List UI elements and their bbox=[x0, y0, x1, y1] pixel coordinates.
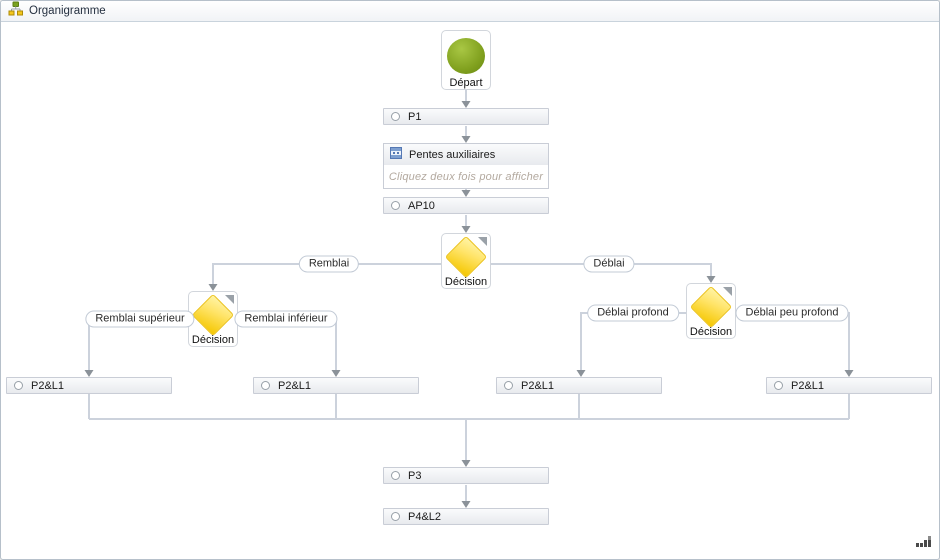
node-p2l1-3-label: P2&L1 bbox=[521, 379, 555, 392]
node-pentes-auxiliaires[interactable]: Pentes auxiliaires Cliquez deux fois pou… bbox=[383, 143, 549, 189]
node-decision-left[interactable]: Décision bbox=[188, 291, 238, 347]
node-p2l1-2[interactable]: P2&L1 bbox=[253, 377, 419, 394]
corner-fold-icon bbox=[225, 295, 234, 304]
node-depart-label: Départ bbox=[449, 77, 483, 89]
node-decision-right-label: Décision bbox=[689, 326, 733, 338]
node-decision-center[interactable]: Décision bbox=[441, 233, 491, 289]
node-p3-label: P3 bbox=[408, 469, 422, 482]
decision-diamond-icon bbox=[689, 285, 733, 329]
node-p1-label: P1 bbox=[408, 110, 422, 123]
node-p2l1-2-label: P2&L1 bbox=[278, 379, 312, 392]
start-circle-icon bbox=[447, 38, 485, 74]
arrowhead-icons bbox=[84, 101, 854, 508]
decision-diamond-icon bbox=[191, 293, 235, 337]
task-radio-icon bbox=[774, 381, 783, 390]
subprocess-icon bbox=[390, 147, 402, 162]
node-ap10-label: AP10 bbox=[408, 199, 435, 212]
task-radio-icon bbox=[504, 381, 513, 390]
node-p2l1-1-label: P2&L1 bbox=[31, 379, 65, 392]
node-p4l2-label: P4&L2 bbox=[408, 510, 442, 523]
panel-title: Organigramme bbox=[29, 5, 106, 17]
node-depart[interactable]: Départ bbox=[441, 30, 491, 90]
node-decision-left-label: Décision bbox=[191, 334, 235, 346]
edge-label-remblai-inferieur[interactable]: Remblai inférieur bbox=[234, 310, 338, 328]
task-radio-icon bbox=[391, 471, 400, 480]
resize-grip-icon[interactable] bbox=[916, 534, 932, 552]
node-decision-center-label: Décision bbox=[444, 276, 488, 288]
panel-header: Organigramme bbox=[1, 1, 939, 22]
node-p3[interactable]: P3 bbox=[383, 467, 549, 484]
node-pentes-hint: Cliquez deux fois pour afficher bbox=[388, 170, 544, 183]
edge-label-deblai-profond[interactable]: Déblai profond bbox=[587, 304, 679, 322]
node-p4l2[interactable]: P4&L2 bbox=[383, 508, 549, 525]
node-pentes-title: Pentes auxiliaires bbox=[409, 148, 496, 161]
node-p1[interactable]: P1 bbox=[383, 108, 549, 125]
task-radio-icon bbox=[14, 381, 23, 390]
node-ap10[interactable]: AP10 bbox=[383, 197, 549, 214]
node-p2l1-4[interactable]: P2&L1 bbox=[766, 377, 932, 394]
task-radio-icon bbox=[391, 201, 400, 210]
task-radio-icon bbox=[261, 381, 270, 390]
corner-fold-icon bbox=[723, 287, 732, 296]
decision-diamond-icon bbox=[444, 235, 488, 279]
node-p2l1-3[interactable]: P2&L1 bbox=[496, 377, 662, 394]
edge-label-deblai[interactable]: Déblai bbox=[583, 255, 635, 273]
task-radio-icon bbox=[391, 112, 400, 121]
node-decision-right[interactable]: Décision bbox=[686, 283, 736, 339]
corner-fold-icon bbox=[478, 237, 487, 246]
edge-label-remblai-superieur[interactable]: Remblai supérieur bbox=[85, 310, 195, 328]
edge-label-deblai-peu-profond[interactable]: Déblai peu profond bbox=[735, 304, 849, 322]
node-p2l1-1[interactable]: P2&L1 bbox=[6, 377, 172, 394]
node-p2l1-4-label: P2&L1 bbox=[791, 379, 825, 392]
task-radio-icon bbox=[391, 512, 400, 521]
edge-label-remblai[interactable]: Remblai bbox=[298, 255, 360, 273]
org-chart-icon bbox=[8, 1, 23, 21]
